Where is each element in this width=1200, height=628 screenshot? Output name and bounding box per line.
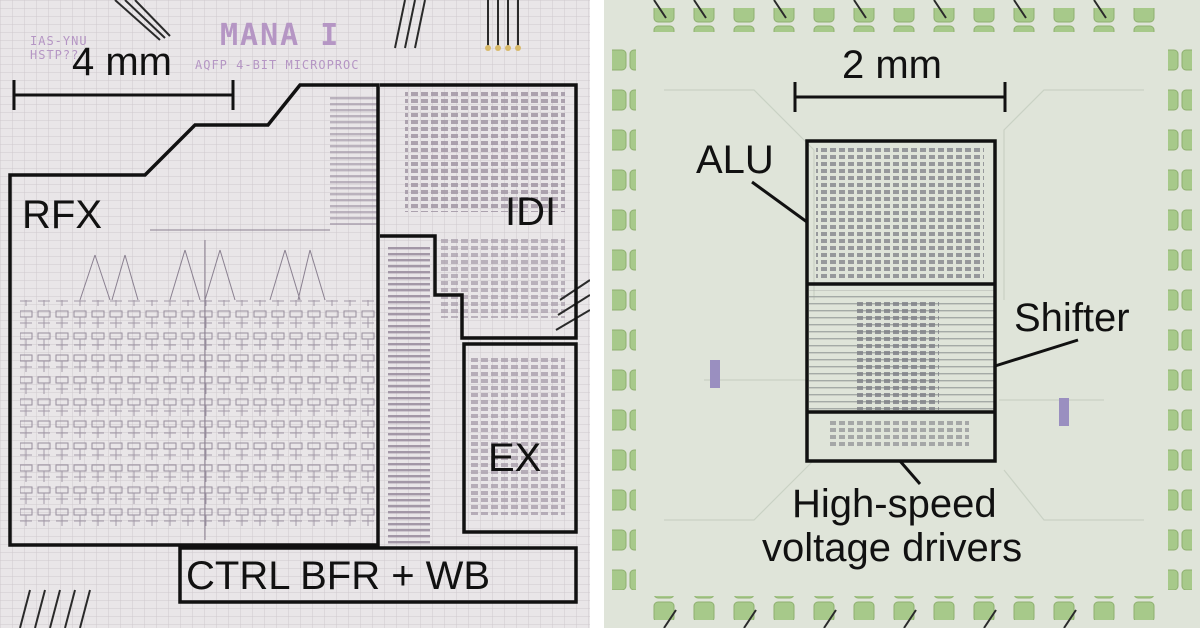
chip-corner-text-1: IAS-YNU bbox=[30, 34, 88, 48]
chip-subtitle: AQFP 4-BIT MICROPROC bbox=[195, 58, 360, 72]
label-rfx: RFX bbox=[22, 193, 102, 237]
right-chip-image bbox=[612, 0, 1192, 628]
annotation-leaders bbox=[751, 180, 1079, 485]
label-ex: EX bbox=[488, 436, 542, 480]
label-idi: IDI bbox=[505, 190, 557, 234]
left-chip-micrograph: IAS-YNU HSTP?? MANA I AQFP 4-BIT MICROPR… bbox=[0, 0, 590, 628]
left-scale-label: 4 mm bbox=[72, 40, 172, 84]
label-drivers-line2: voltage drivers bbox=[762, 526, 1023, 570]
right-chip-micrograph: 2 mm ALU Shifter High-speed voltage driv… bbox=[604, 0, 1200, 628]
left-block-outlines bbox=[8, 83, 578, 604]
right-scale-label: 2 mm bbox=[842, 43, 942, 87]
label-shifter: Shifter bbox=[1014, 296, 1130, 340]
label-ctrl-bfr-wb: CTRL BFR + WB bbox=[186, 554, 491, 598]
label-drivers-line1: High-speed bbox=[792, 482, 997, 526]
left-scale-bar bbox=[12, 80, 235, 110]
label-alu: ALU bbox=[696, 138, 774, 182]
chip-name: MANA I bbox=[220, 18, 341, 53]
panel-divider bbox=[590, 0, 604, 628]
chip-corner-text-2: HSTP?? bbox=[30, 48, 80, 62]
right-scale-bar bbox=[793, 82, 1007, 112]
left-chip-image bbox=[0, 0, 590, 628]
